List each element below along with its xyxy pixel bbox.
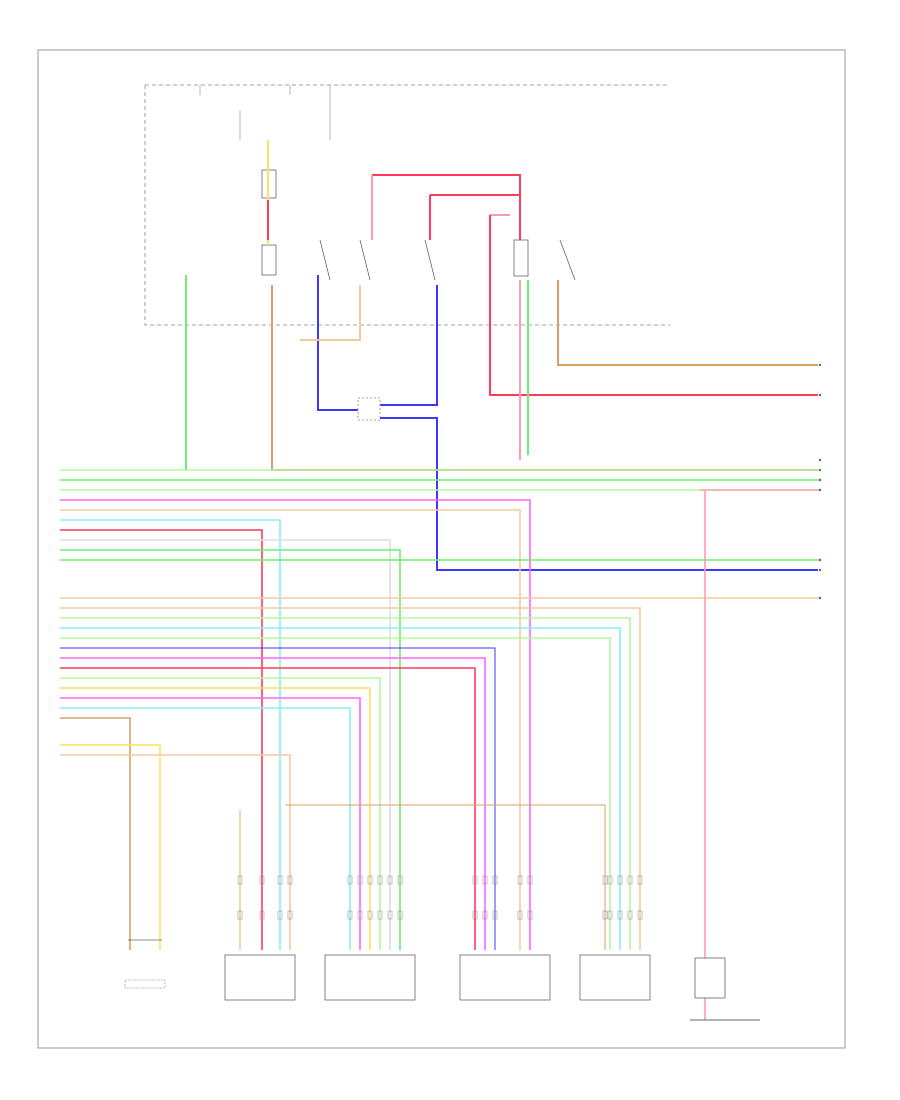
- pin-marker: [259, 875, 265, 885]
- pin-marker: [627, 875, 633, 885]
- pin-marker: [237, 910, 243, 920]
- pin-marker: [277, 910, 283, 920]
- left-module: [124, 939, 166, 989]
- pin-marker: [387, 910, 393, 920]
- pin-marker: [287, 875, 293, 885]
- pin-marker: [367, 875, 373, 885]
- pin-marker: [347, 875, 353, 885]
- module-d: [579, 954, 651, 1001]
- pin-marker: [607, 875, 613, 885]
- pin-marker: [367, 910, 373, 920]
- pin-marker: [527, 875, 533, 885]
- right-terminals: [818, 363, 822, 600]
- connector-pins: [237, 875, 643, 920]
- pin-marker: [492, 875, 498, 885]
- relay-3: [424, 239, 436, 281]
- pin-marker: [287, 910, 293, 920]
- pin-marker: [517, 875, 523, 885]
- pin-marker: [482, 875, 488, 885]
- relay-1: [239, 110, 277, 276]
- relay-4: [513, 239, 576, 281]
- pin-marker: [237, 875, 243, 885]
- pin-marker: [527, 910, 533, 920]
- pin-marker: [397, 875, 403, 885]
- pin-marker: [627, 910, 633, 920]
- diagram-frame: [37, 49, 846, 1049]
- pin-marker: [347, 910, 353, 920]
- pin-marker: [637, 910, 643, 920]
- pin-marker: [472, 910, 478, 920]
- module-b: [324, 954, 416, 1001]
- pin-marker: [387, 875, 393, 885]
- module-c: [459, 954, 551, 1001]
- pin-marker: [377, 875, 383, 885]
- right-module: [690, 957, 760, 1021]
- pin-marker: [357, 875, 363, 885]
- junction: [357, 397, 381, 421]
- pin-marker: [517, 910, 523, 920]
- harness-top: [185, 140, 818, 571]
- fuse-box: [144, 84, 670, 326]
- pin-marker: [377, 910, 383, 920]
- harness-bus: [60, 469, 820, 1020]
- pin-marker: [617, 875, 623, 885]
- relay-2: [319, 239, 371, 281]
- pin-marker: [602, 875, 608, 885]
- pin-marker: [259, 910, 265, 920]
- pin-marker: [357, 910, 363, 920]
- pin-marker: [637, 875, 643, 885]
- pin-marker: [397, 910, 403, 920]
- pin-marker: [472, 875, 478, 885]
- pin-marker: [602, 910, 608, 920]
- pin-marker: [482, 910, 488, 920]
- pin-marker: [492, 910, 498, 920]
- pin-marker: [277, 875, 283, 885]
- module-a: [224, 954, 296, 1001]
- pin-marker: [617, 910, 623, 920]
- pin-marker: [607, 910, 613, 920]
